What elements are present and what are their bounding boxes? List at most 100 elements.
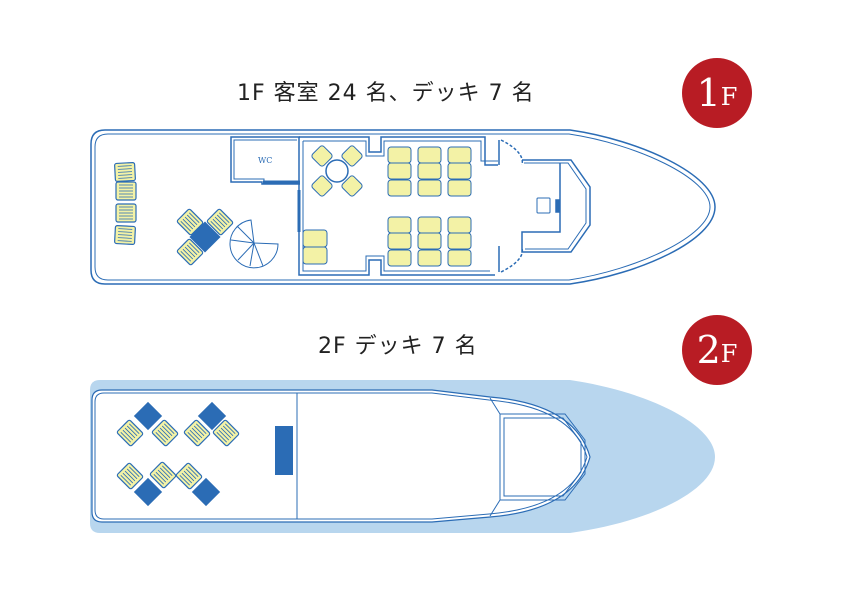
deck-chair-slat [120, 475, 131, 486]
cabin-seat [417, 249, 442, 267]
bridge [521, 159, 591, 253]
deck-chair-slat [159, 467, 171, 479]
deck-chair-slat [129, 466, 140, 477]
helm-wheel [555, 199, 560, 213]
deck-chair-slat [189, 212, 200, 223]
deck-chair-slat [186, 244, 198, 256]
deck-chair-slat [191, 427, 203, 439]
deck-chair-slat [126, 468, 138, 480]
lounge-chair [311, 145, 333, 167]
deck-chair-slat [164, 423, 175, 434]
deck-chair-slat [187, 432, 198, 443]
cabin-walls [297, 136, 524, 276]
deck-chair-slat [124, 427, 136, 439]
deck-chair-slat [122, 429, 134, 441]
bench-seat [302, 229, 328, 248]
deck-chair-slat [157, 469, 169, 481]
cabin-seat [447, 216, 472, 234]
cabin-seat [417, 162, 442, 180]
floor1-badge-letter: F [720, 83, 738, 111]
deck-chair-slat [216, 214, 228, 226]
bench-2f [275, 426, 293, 475]
deck-chair-slat [117, 237, 132, 239]
deck-chair-slat [161, 425, 173, 437]
helm-seat [536, 197, 551, 214]
deck-chair-slat [196, 423, 207, 434]
deck-chair-slat [185, 468, 197, 480]
cabin-seat [417, 146, 442, 164]
deck-chair-slat [189, 242, 200, 253]
round-table [325, 159, 349, 183]
deck-chair-slat [182, 218, 194, 230]
deck-chair-slat [129, 423, 140, 434]
deck-chair-slat [212, 218, 224, 230]
deck-chair-slat [180, 221, 191, 232]
deck-chair-slat [188, 466, 199, 477]
cabin-seat [447, 249, 472, 267]
deck-chair-slat [189, 429, 201, 441]
wc-room: WC [230, 136, 300, 185]
bench-seat [302, 246, 328, 265]
deck-chair-slat [118, 177, 133, 179]
deck-chair-slat [184, 246, 196, 258]
spiral-staircase-icon [229, 219, 279, 269]
cabin-seat [447, 146, 472, 164]
deck-chair-slat [218, 429, 230, 441]
deck-chair-slat [118, 228, 133, 230]
lounge-chair [341, 175, 363, 197]
lounge-chair [311, 175, 333, 197]
lounge-chair [341, 145, 363, 167]
deck-chair-slat [181, 472, 193, 484]
deck-chair-slat [210, 221, 221, 232]
deck-chair-slat [124, 470, 136, 482]
deck-chair-slat [117, 234, 133, 236]
deck-chair-slat [126, 425, 138, 437]
deck-chair-slat [220, 427, 232, 439]
deck-chair-slat [118, 174, 133, 176]
cabin-seat [417, 179, 442, 197]
cabin-seat [387, 162, 412, 180]
deck-chair-slat [122, 472, 134, 484]
deck-chair-slat [186, 214, 198, 226]
deck-chair-slat [117, 165, 132, 167]
deck-chair-slat [225, 423, 236, 434]
deck-chair-slat [216, 432, 227, 443]
cabin-seat [387, 232, 412, 250]
deck-chair-slat [155, 432, 166, 443]
floor1-title: 1F 客室 24 名、デッキ 7 名 [237, 81, 535, 106]
deck-chair-slat [155, 471, 167, 483]
deck-chair-slat [162, 465, 173, 476]
deck-chair-slat [182, 248, 194, 260]
cabin-seat [417, 232, 442, 250]
deck-chair-slat [179, 475, 190, 486]
cabin-seat [417, 216, 442, 234]
wc-label: WC [258, 156, 272, 165]
deck-chair-slat [219, 212, 230, 223]
deck-chair-slat [120, 432, 131, 443]
cabin-seat [447, 162, 472, 180]
deck-chair-slat [184, 216, 196, 228]
cabin-seat [387, 249, 412, 267]
deck-chair-slat [157, 429, 169, 441]
cabin-seat [387, 179, 412, 197]
deck-chair-slat [214, 216, 226, 228]
floor2-hull [90, 380, 715, 533]
floor2-badge-number: 2 [696, 328, 721, 372]
floor1-hull [90, 129, 716, 285]
cabin-seat [447, 179, 472, 197]
floor2-title: 2F デッキ 7 名 [318, 334, 478, 359]
deck-chair-slat [222, 425, 234, 437]
deck-chair-slat [117, 171, 133, 173]
deck-chair-slat [159, 427, 171, 439]
deck-chair-slat [153, 474, 164, 485]
deck-chair-slat [193, 425, 205, 437]
cabin-seat [447, 232, 472, 250]
cabin-seat [387, 146, 412, 164]
floor1-badge-number: 1 [696, 71, 721, 115]
deck-chair-slat [180, 251, 191, 262]
deck-chair-slat [117, 240, 132, 242]
cabin-seat [387, 216, 412, 234]
